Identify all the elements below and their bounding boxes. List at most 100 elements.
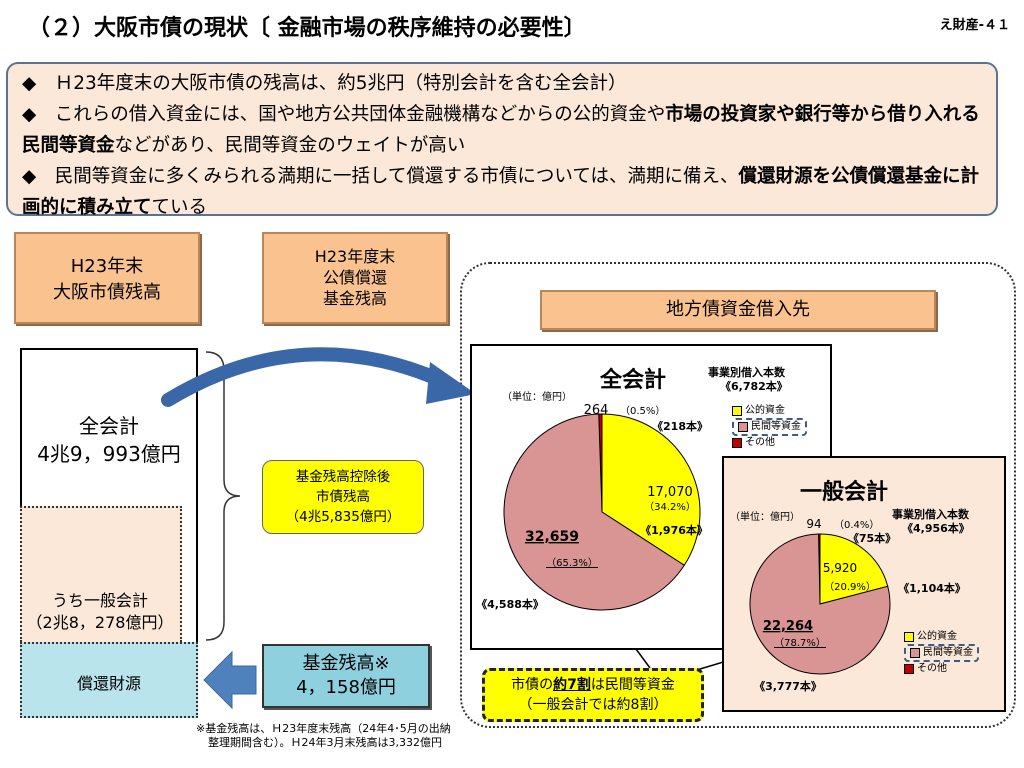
chart2-percent-public: （20.9%） — [824, 581, 876, 593]
chart2-value-private: 22,264 — [763, 619, 813, 634]
chart1-count-private: 《4,588本》 — [476, 597, 544, 611]
fund-segment-label: 償還財源 — [76, 674, 141, 693]
chart1-percent-public: （34.2%） — [644, 501, 696, 513]
chart2-legend-private: 民間等資金 — [904, 644, 979, 662]
summary-bullet-3-bold: 償還財源を公債償還基金に計画的に積み立て — [22, 166, 980, 218]
chart1-legend-public-label: 公的資金 — [745, 405, 785, 416]
chart1-value-other: 264 — [584, 403, 609, 418]
private-share-callout: 市債の約7割は民間等資金 （一般会計では約8割） — [482, 668, 704, 722]
callout-line1: 市債の約7割は民間等資金 — [485, 675, 701, 695]
chart1-value-public: 17,070 — [647, 485, 693, 500]
h23-osaka-line1: H23年末 — [70, 256, 144, 277]
chart2-counts-total: 《4,956本》 — [902, 522, 970, 535]
h23-osaka-line2: 大阪市債残高 — [53, 282, 161, 303]
general-value: （2兆8，278億円） — [26, 613, 174, 632]
chart2-percent-private: （78.7%） — [774, 637, 826, 649]
footnote-line1: ※基金残高は、Ｈ23年度末残高（24年4･5月の出納 — [196, 722, 451, 735]
chart2-legend-other-label: その他 — [917, 663, 947, 674]
public-swatch-icon — [904, 632, 914, 642]
chart2-slice-public — [819, 533, 889, 605]
curved-arrow-head-icon — [426, 362, 476, 404]
chart1-counts-total: 《6,782本》 — [720, 380, 788, 393]
curved-arrow-icon — [161, 347, 447, 407]
chart1-legend-other-label: その他 — [745, 437, 775, 448]
public-swatch-icon — [732, 406, 742, 416]
chart2-legend-other: その他 — [904, 662, 979, 676]
chart1-legend-private: 民間等資金 — [732, 418, 807, 436]
chart2-count-private: 《3,777本》 — [754, 679, 822, 693]
summary-bullet-3-pre: ◆ 民間等資金に多くみられる満期に一括して償還する市債については、満期に備え、 — [22, 166, 739, 187]
left-arrow-icon — [203, 650, 257, 710]
after-fund-debt-box: 基金残高控除後 市債残高 （4兆5,835億円） — [262, 460, 424, 534]
fund-box-line1: 基金残高※ — [302, 653, 390, 674]
chart2-legend: 公的資金 民間等資金 その他 — [904, 630, 979, 676]
chart1-percent-private: （65.3%） — [546, 557, 598, 569]
summary-box: ◆ Ｈ23年度末の大阪市債の残高は、約5兆円（特別会計を含む全会計） ◆ これら… — [6, 62, 998, 218]
summary-bullet-2: ◆ これらの借入資金には、国や地方公共団体金融機構などからの公的資金や市場の投資… — [22, 99, 988, 161]
chart1-unit: （単位：億円） — [502, 392, 572, 403]
chart2-value-public: 5,920 — [823, 561, 857, 575]
summary-bullet-2-pre: ◆ これらの借入資金には、国や地方公共団体金融機構などからの公的資金や — [22, 104, 666, 125]
footnote: ※基金残高は、Ｈ23年度末残高（24年4･5月の出納 整理期間含む）。Ｈ24年3… — [196, 722, 451, 750]
total-label: 全会計 — [79, 414, 139, 438]
summary-bullet-3: ◆ 民間等資金に多くみられる満期に一括して償還する市債については、満期に備え、償… — [22, 161, 988, 223]
after-line1: 基金残高控除後 — [295, 469, 391, 485]
fund-balance-box: 基金残高※ 4，158億円 — [262, 644, 430, 708]
chart2-legend-private-label: 民間等資金 — [923, 647, 973, 658]
summary-bullet-3-post: ている — [151, 197, 208, 218]
callout-post: は民間等資金 — [590, 677, 675, 693]
chart1-counts-title: 事業別借入本数 — [708, 366, 785, 379]
chart2-legend-public: 公的資金 — [904, 630, 979, 644]
private-swatch-icon — [738, 422, 748, 432]
other-swatch-icon — [904, 664, 914, 674]
total-value: 4兆9，993億円 — [37, 442, 181, 466]
footnote-line2: 整理期間含む）。Ｈ24年3月末残高は3,332億円 — [208, 736, 442, 749]
private-swatch-icon — [910, 648, 920, 658]
chart2-counts-title: 事業別借入本数 — [892, 508, 969, 521]
h23-fund-box: H23年度末 公債償還 基金残高 — [262, 232, 448, 324]
chart2-value-other: 94 — [806, 517, 821, 531]
chart1-percent-other: （0.5%） — [620, 405, 665, 417]
chart2-count-public: 《1,104本》 — [898, 581, 966, 595]
chart1-slice-private — [503, 413, 685, 611]
after-line3: （4兆5,835億円） — [285, 509, 401, 525]
lender-region — [460, 262, 1016, 728]
chart1-value-private: 32,659 — [525, 529, 579, 545]
general-account-text: うち一般会計 （2兆8，278億円） — [22, 590, 178, 634]
chart1-count-other: 《218本》 — [652, 419, 708, 433]
h23-fund-line1: H23年度末 — [314, 247, 396, 266]
general-label: うち一般会計 — [51, 591, 148, 610]
page-title: （２）大阪市債の現状〔 金融市場の秩序維持の必要性〕 — [28, 16, 586, 41]
brace-icon — [205, 351, 241, 641]
fund-box-line2: 4，158億円 — [296, 677, 396, 698]
chart1-count-public: 《1,976本》 — [640, 523, 708, 537]
chart2-title: 一般会計 — [800, 480, 889, 505]
chart2-legend-public-label: 公的資金 — [917, 631, 957, 642]
callout-pre: 市債の — [511, 677, 554, 693]
chart1-title: 全会計 — [600, 368, 667, 393]
callout-line2: （一般会計では約8割） — [518, 697, 668, 713]
h23-osaka-debt-box: H23年末 大阪市債残高 — [14, 232, 200, 324]
chart2-unit: （単位：億円） — [730, 512, 800, 523]
summary-bullet-2-post: などがあり、民間等資金のウェイトが高い — [114, 135, 466, 156]
summary-bullet-1: ◆ Ｈ23年度末の大阪市債の残高は、約5兆円（特別会計を含む全会計） — [22, 73, 627, 94]
lender-title-box: 地方債資金借入先 — [540, 290, 936, 330]
h23-fund-line2: 公債償還 — [322, 268, 387, 287]
chart1-legend-other: その他 — [732, 436, 807, 450]
h23-fund-line3: 基金残高 — [322, 289, 387, 308]
chart1-legend-private-label: 民間等資金 — [751, 421, 801, 432]
summary-bullet-2-bold: 市場の投資家や銀行等から借り入れる民間等資金 — [22, 104, 980, 156]
chart1-legend-public: 公的資金 — [732, 404, 807, 418]
page-number: え財産-４１ — [939, 18, 1010, 33]
total-account-text: 全会計 4兆9，993億円 — [22, 412, 196, 468]
after-line2: 市債残高 — [316, 489, 370, 505]
general-account-segment — [20, 506, 182, 642]
chart2-percent-other: （0.4%） — [834, 519, 879, 531]
other-swatch-icon — [732, 438, 742, 448]
chart2-slice-private — [749, 533, 891, 675]
redemption-fund-segment — [20, 642, 198, 718]
chart2-count-other: 《75本》 — [848, 531, 896, 545]
chart1-legend: 公的資金 民間等資金 その他 — [732, 404, 807, 450]
